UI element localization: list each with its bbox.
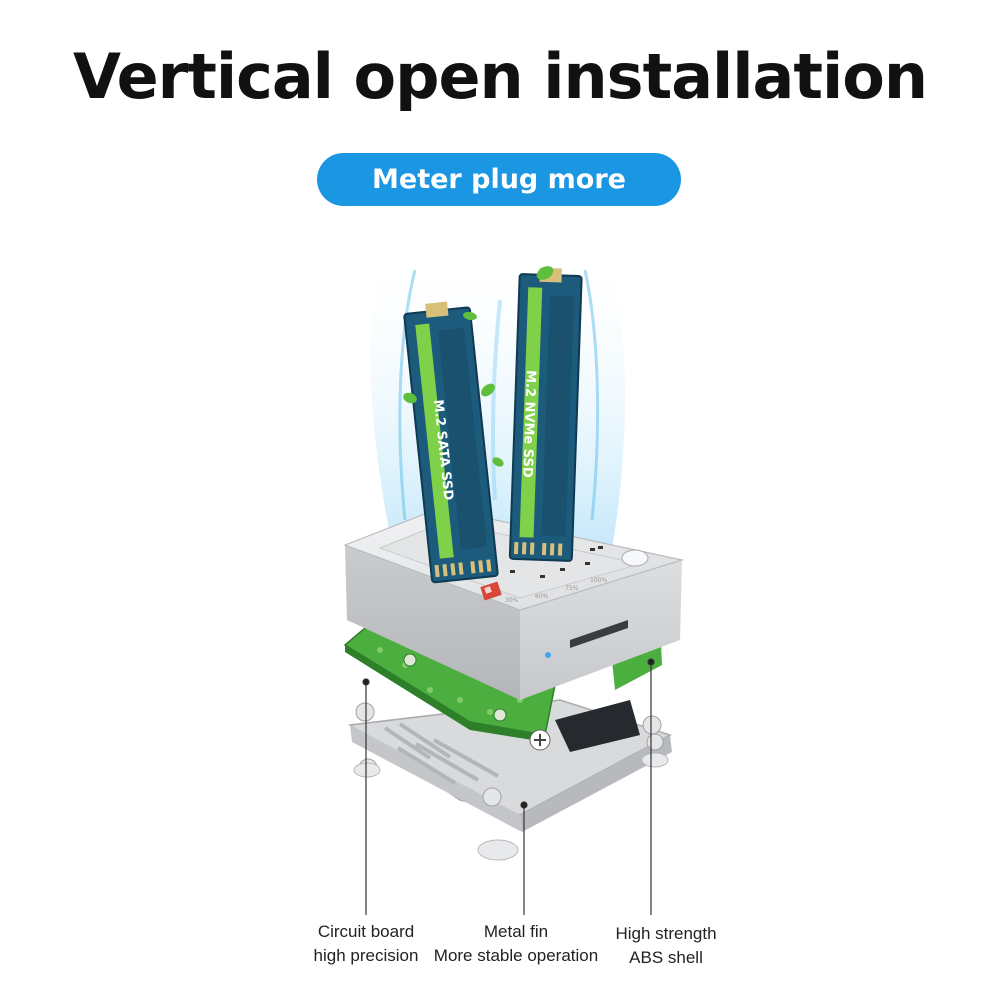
callout-abs-shell-line1: High strength [615, 924, 717, 943]
ssd-nvme-stick [508, 267, 583, 562]
callout-metal-fin: Metal fin More stable operation [424, 920, 608, 968]
svg-text:30%: 30% [505, 597, 519, 604]
callout-circuit-board: Circuit board high precision [296, 920, 436, 968]
leaf-decorations [403, 266, 554, 467]
svg-text:100%: 100% [590, 577, 607, 584]
callout-abs-shell: High strength ABS shell [600, 922, 732, 970]
callout-metal-fin-line2: More stable operation [433, 946, 599, 965]
callout-lines [362, 658, 655, 915]
page-title: Vertical open installation [72, 40, 928, 113]
subtitle-badge: Meter plug more square [317, 153, 681, 248]
ssd-nvme-label: M.2 NVMe SSD [519, 370, 538, 478]
callout-circuit-board-line1: Circuit board [317, 922, 415, 941]
svg-text:60%: 60% [535, 593, 549, 600]
callout-abs-shell-line2: ABS shell [629, 948, 703, 967]
ssd-sata-stick [403, 301, 499, 584]
svg-text:75%: 75% [565, 585, 579, 592]
callout-metal-fin-line1: Metal fin [483, 922, 549, 941]
callout-circuit-board-line2: high precision [313, 946, 419, 965]
